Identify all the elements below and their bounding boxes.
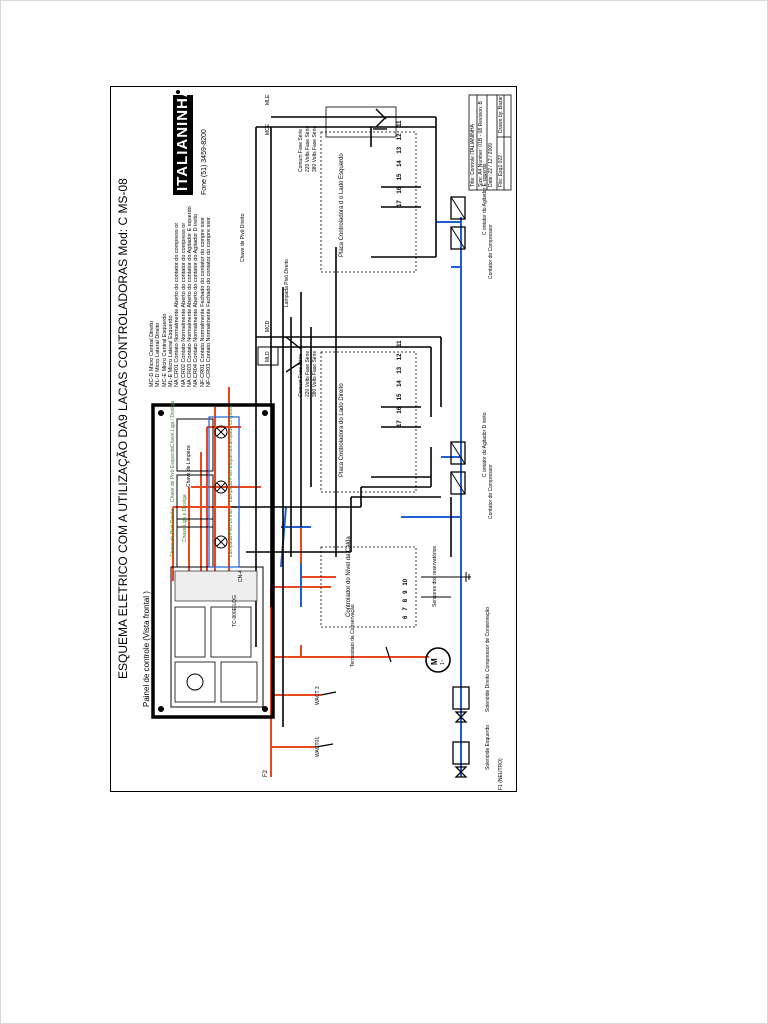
brand-phone: Fone (51) 3459-8200 (201, 129, 208, 195)
right-board-comum: Comum Fase Série (298, 353, 304, 397)
pin-number: 7 (403, 607, 409, 611)
legend-item: NF-CR03 Contato Normalmente Fechado do c… (205, 217, 212, 387)
solenoid-left-label: Solenóide Esquerdo (485, 724, 491, 770)
thermostat-label: Termostato da Conservação (350, 604, 356, 667)
legend-item: NA CR01 Contato Normalmente Aberto do co… (174, 222, 181, 387)
pin-number: 14 (397, 160, 403, 167)
pin-number: 11 (397, 120, 403, 127)
pin-number: 9 (403, 590, 409, 594)
left-micro-bottom: MCE (265, 123, 271, 135)
solenoid-right-label: Solenóide Direito (485, 673, 491, 712)
svg-text:ITALIANINHA: ITALIANINHA (174, 87, 191, 191)
control-panel (151, 403, 275, 719)
pin-number: 16 (397, 186, 403, 194)
compressor-label: Compressor de Conservação (485, 606, 491, 672)
pin-number: 15 (397, 393, 403, 401)
left-board (320, 106, 466, 273)
diagram-title: ESQUEMA ELETRICO COM A UTILIZAÇÃO DA9 LA… (116, 178, 130, 679)
switch-left-label: WACT01 (315, 736, 321, 757)
phase-label: F2 (263, 769, 269, 777)
right-board (257, 336, 466, 495)
level-controller (320, 546, 471, 628)
title-block (468, 94, 512, 191)
panel-lamp-2-bottom: Lampada Pivô Esquerdo (228, 447, 234, 502)
pin-number: 16 (397, 406, 403, 414)
left-lamp-label: Lampada Pivô Direito (284, 259, 290, 307)
neutral-label: F1 (NEUTRO) (498, 758, 504, 790)
pin-number: 13 (397, 146, 403, 154)
pin-number: 17 (397, 200, 403, 207)
pin-number: 13 (397, 366, 403, 374)
solenoids (315, 686, 470, 778)
brand-logo: ITALIANINHA (173, 87, 193, 195)
pin-number: 10 (403, 578, 409, 586)
left-compressor-contactor: Contator do Compressor (488, 224, 494, 279)
legend-item: NA CR02 Contato Normalmente Aberto do co… (180, 222, 187, 387)
pin-number: 11 (397, 340, 403, 347)
schematic-diagram: ITALIANINHA (151, 87, 512, 778)
right-compressor-contactor: Contator do Compressor (488, 464, 494, 519)
right-board-380v: 380 Volts Fase Série (312, 350, 318, 397)
title-block-drawn-by: Drawn by: Bazar (498, 96, 504, 133)
panel-lamp-2-top: Chave de Pivô Esquerdo (170, 446, 176, 502)
right-board-220v: 220 Volts Fase Série (305, 350, 311, 397)
panel-lamp-1-bottom: Lampada Pivô Direito (228, 509, 234, 557)
pin-number: 12 (397, 133, 403, 141)
level-sensor-label: Sensores dos reservatórios (432, 546, 438, 607)
panel-lamp-3-top: Chave Liga / Desliga (170, 400, 176, 447)
title-block-file: File: Esq1 022 (498, 155, 504, 187)
left-board-comum: Comum Fase Série (298, 128, 304, 172)
phase-wires (172, 387, 429, 777)
compressor-motor (385, 646, 451, 673)
level-bottom-numbers: 6 7 8 9 10 (403, 579, 409, 619)
switch-right-label: WACT 3 (315, 686, 321, 705)
legend-item: NA CR04 Contato Normalmente Aberto do co… (193, 213, 200, 387)
panel-title: Painel de controle (Vista frontal ) (142, 591, 151, 707)
pin-number: 12 (397, 353, 403, 361)
left-chave-label: Chave de Pivô Direito (240, 213, 246, 262)
panel-chave-limpeza: Chave de Limpeza (186, 445, 192, 487)
pin-number: 6 (403, 615, 409, 619)
left-board-380v: 380 Volts Fase Série (312, 125, 318, 172)
left-micro-top: MLE (265, 94, 271, 105)
pin-number: 17 (397, 420, 403, 427)
right-micro-bottom: MLD (265, 351, 271, 362)
panel-tc-module: TC-900E LOG (232, 595, 238, 627)
schematic-sheet: ITALIANINHA ESQUEMA ELETRICO COM A UTILI… (110, 86, 517, 792)
legend-item: NF-CR01 Contato Normalmente Fechado do c… (199, 217, 206, 387)
panel-mounting-holes (158, 410, 268, 712)
legend: MC-D Micro Central Direito ML-D Micro La… (149, 206, 212, 387)
panel-lamp-1-top: Chave de Pivô Direito (170, 508, 176, 557)
pin-number: 8 (403, 598, 409, 603)
right-micro-top: MCD (265, 320, 271, 332)
panel-lamp-3-bottom: Lampada Limpeza (228, 405, 234, 447)
title-block-date: Date: 22 / 12 / 2009 (488, 143, 494, 187)
motor-symbol: M (430, 658, 439, 665)
title-block-title: Title: Controle ITALIANINHA (470, 124, 476, 187)
panel-chave-liga: Chave Liga e Desliga (182, 494, 188, 542)
panel-connector: CN-4 (238, 570, 244, 582)
motor-sub: 1~ (440, 659, 446, 665)
right-board-top-numbers: 17 16 15 14 13 12 11 (397, 341, 403, 428)
left-board-name: Placa Controladora d o Lado Esquerdo (339, 153, 345, 257)
pin-number: 15 (397, 173, 403, 181)
left-board-220v: 220 Volts Fase Série (305, 125, 311, 172)
pin-number: 14 (397, 380, 403, 387)
right-board-name: Placa Controladora do Lado Direito (339, 383, 345, 477)
left-board-top-numbers: 17 16 15 14 13 12 11 (397, 121, 403, 208)
